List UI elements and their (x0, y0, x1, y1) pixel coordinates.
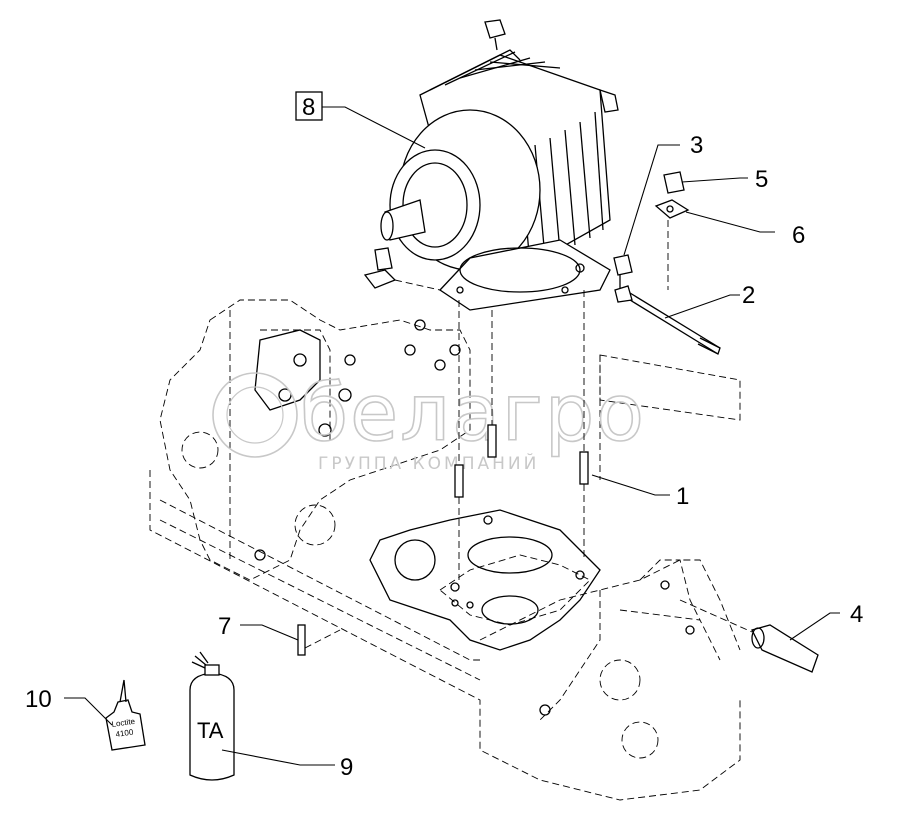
bolt-part-3 (613, 144, 680, 290)
studs-part-1 (454, 290, 670, 580)
callout-1: 1 (676, 483, 689, 510)
callout-6: 6 (792, 222, 805, 249)
gearbox-part-8 (380, 19, 619, 311)
spray-can-label: TA (197, 718, 224, 743)
left-bolt-set (363, 247, 441, 291)
dowel-part-7 (240, 624, 341, 656)
nut-part-5 (663, 171, 748, 194)
leader-part-8 (295, 91, 426, 149)
callout-numbers: 8 3 5 6 2 1 4 7 10 9 (25, 94, 863, 781)
callout-3: 3 (690, 132, 703, 159)
callout-2: 2 (742, 282, 755, 309)
watermark-subtitle: ГРУППА КОМПАНИЙ (318, 452, 539, 474)
bottle-label-line2: 4100 (115, 728, 134, 739)
bottle-label-line1: Loctite (111, 717, 136, 729)
watermark-logo-icon (212, 372, 298, 458)
washer-part-6 (654, 199, 775, 290)
frame-assembly (149, 299, 741, 801)
callout-9: 9 (340, 754, 353, 781)
callout-8: 8 (302, 94, 315, 121)
callout-5: 5 (755, 166, 768, 193)
callout-7: 7 (218, 613, 231, 640)
stud-part-2 (614, 285, 740, 355)
watermark-brand: белагро (300, 369, 646, 459)
callout-8-box (295, 91, 323, 121)
loctite-bottle-part-10: Loctite 4100 (64, 679, 146, 751)
callout-10: 10 (25, 686, 52, 713)
spray-can-part-9: TA (189, 651, 335, 781)
watermark: белагро ГРУППА КОМПАНИЙ (212, 368, 646, 474)
callout-4: 4 (850, 601, 863, 628)
pin-part-4 (679, 599, 840, 673)
